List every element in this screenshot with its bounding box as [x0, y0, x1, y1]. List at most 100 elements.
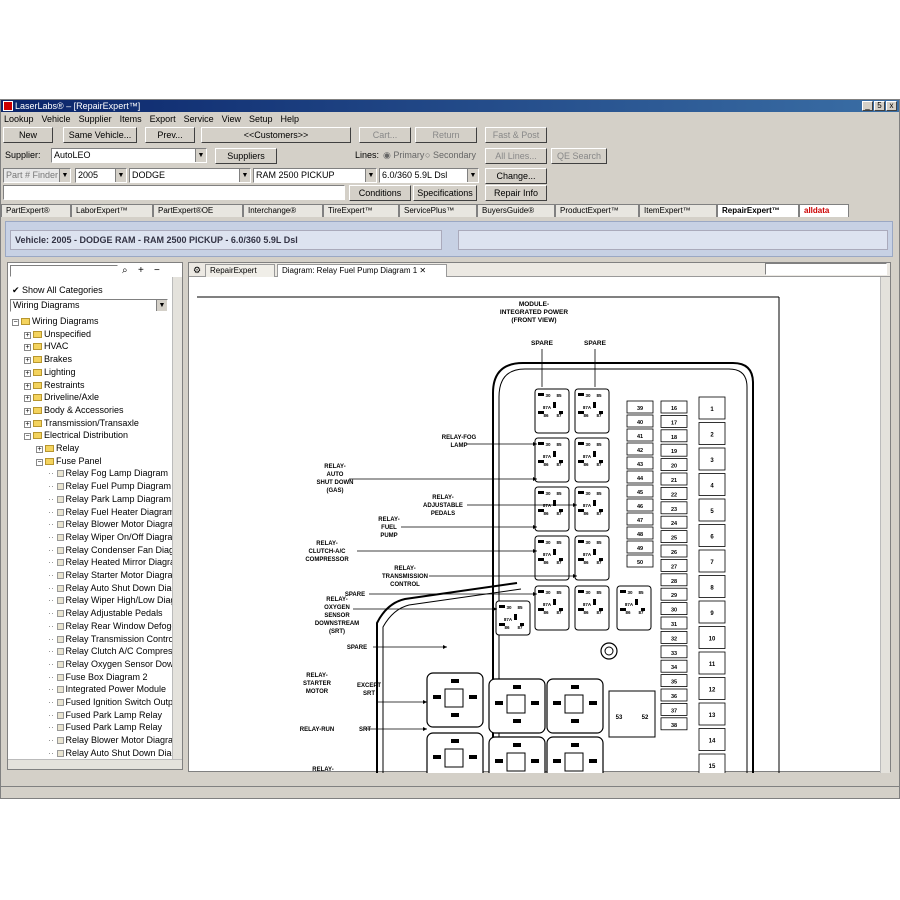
- tree-node[interactable]: −Fuse Panel: [36, 455, 102, 467]
- tab-alldata[interactable]: alldata: [799, 204, 849, 217]
- part-finder-select[interactable]: Part # Finder▼: [3, 168, 71, 183]
- tree-node[interactable]: ·· Relay Blower Motor Diagram: [48, 518, 174, 530]
- part-search-input[interactable]: [3, 185, 345, 200]
- tree-node[interactable]: ·· Relay Wiper On/Off Diagram: [48, 531, 174, 543]
- tree-node[interactable]: ·· Relay Auto Shut Down Diagram: [48, 582, 174, 594]
- model-select[interactable]: RAM 2500 PICKUP▼: [253, 168, 377, 183]
- prev-button[interactable]: Prev...: [145, 127, 195, 143]
- tree-node[interactable]: ·· Fused Park Lamp Relay: [48, 721, 162, 733]
- category-scrollbar[interactable]: [172, 277, 182, 761]
- change-button[interactable]: Change...: [485, 168, 547, 184]
- tree-node[interactable]: ·· Relay Starter Motor Diagram: [48, 569, 174, 581]
- expand-icon[interactable]: +: [24, 407, 31, 415]
- tab-interchange[interactable]: Interchange®: [243, 204, 323, 217]
- gear-icon[interactable]: ⚙: [193, 265, 202, 275]
- qe-search-button[interactable]: QE Search: [551, 148, 607, 164]
- menu-view[interactable]: View: [221, 114, 241, 124]
- radio-secondary[interactable]: ○ Secondary: [425, 150, 476, 160]
- menu-lookup[interactable]: Lookup: [4, 114, 34, 124]
- expand-icon[interactable]: +: [24, 331, 31, 339]
- expand-icon[interactable]: +: [24, 344, 31, 352]
- customers-button[interactable]: <<Customers>>: [201, 127, 351, 143]
- tree-node[interactable]: +Brakes: [24, 353, 72, 365]
- tree-node[interactable]: ·· Relay Fuel Pump Diagram: [48, 480, 171, 492]
- tree-node[interactable]: ·· Relay Park Lamp Diagram: [48, 493, 171, 505]
- tree-node[interactable]: −Wiring Diagrams: [12, 315, 99, 327]
- tab-serviceplus[interactable]: ServicePlus™: [399, 204, 477, 217]
- close-button[interactable]: x: [886, 101, 897, 111]
- tree-node[interactable]: ·· Relay Transmission Control: [48, 633, 174, 645]
- tree-node[interactable]: +Restraints: [24, 379, 85, 391]
- tree-node[interactable]: +Lighting: [24, 366, 76, 378]
- expand-icon[interactable]: +: [36, 446, 43, 453]
- expand-icon[interactable]: +: [24, 395, 31, 403]
- search-icon[interactable]: ⌕: [122, 265, 128, 276]
- tab-repairexpert[interactable]: RepairExpert™: [717, 204, 799, 217]
- tree-node[interactable]: ·· Relay Rear Window Defogger: [48, 620, 174, 632]
- tree-node[interactable]: ·· Fused Ignition Switch Output: [48, 696, 174, 708]
- menu-vehicle[interactable]: Vehicle: [41, 114, 71, 124]
- show-all-categories[interactable]: ✔ Show All Categories: [12, 285, 103, 295]
- tab-productexpert[interactable]: ProductExpert™: [555, 204, 639, 217]
- tab-partexpert[interactable]: PartExpert®: [1, 204, 71, 217]
- tree-node[interactable]: ·· Relay Blower Motor Diagram: [48, 734, 174, 746]
- make-select[interactable]: DODGE▼: [129, 168, 251, 183]
- expand-icon[interactable]: +: [24, 382, 31, 390]
- doc-tab-repairexpert[interactable]: RepairExpert: [205, 264, 275, 277]
- tree-node[interactable]: ·· Relay Clutch A/C Compressor: [48, 645, 174, 657]
- cart-button[interactable]: Cart...: [359, 127, 411, 143]
- supplier-select[interactable]: AutoLEO▼: [51, 148, 207, 163]
- tree-node[interactable]: +HVAC: [24, 340, 68, 352]
- tree-node[interactable]: ·· Relay Fuel Heater Diagram: [48, 506, 174, 518]
- tab-buyersguide[interactable]: BuyersGuide®: [477, 204, 555, 217]
- suppliers-button[interactable]: Suppliers: [215, 148, 277, 164]
- tab-tireexpert[interactable]: TireExpert™: [323, 204, 399, 217]
- menu-items[interactable]: Items: [119, 114, 142, 124]
- remove-icon[interactable]: −: [154, 265, 160, 276]
- tree-node[interactable]: ·· Relay Condenser Fan Diagram: [48, 544, 174, 556]
- tab-itemexpert[interactable]: ItemExpert™: [639, 204, 717, 217]
- expand-icon[interactable]: +: [24, 420, 31, 428]
- same-vehicle-button[interactable]: Same Vehicle...: [63, 127, 137, 143]
- tree-node[interactable]: ·· Fuse Box Diagram 2: [48, 671, 148, 683]
- tree-node[interactable]: ·· Fused Park Lamp Relay: [48, 709, 162, 721]
- year-select[interactable]: 2005▼: [75, 168, 127, 183]
- tree-node[interactable]: ·· Relay Auto Shut Down Diagram: [48, 747, 174, 759]
- minimize-button[interactable]: _: [862, 101, 873, 111]
- tree-node[interactable]: +Transmission/Transaxle: [24, 417, 139, 429]
- category-search-input[interactable]: [10, 265, 118, 277]
- return-button[interactable]: Return: [415, 127, 477, 143]
- tab-laborexpert[interactable]: LaborExpert™: [71, 204, 153, 217]
- new-button[interactable]: New: [3, 127, 53, 143]
- tree-node[interactable]: +Driveline/Axle: [24, 391, 99, 403]
- engine-select[interactable]: 6.0/360 5.9L Dsl▼: [379, 168, 479, 183]
- add-icon[interactable]: +: [138, 265, 144, 276]
- tab-partexpert-oe[interactable]: PartExpert®OE: [153, 204, 243, 217]
- all-lines-button[interactable]: All Lines...: [485, 148, 547, 164]
- tree-node[interactable]: +Relay: [36, 442, 79, 454]
- tree-node[interactable]: ·· Relay Adjustable Pedals: [48, 607, 163, 619]
- tree-node[interactable]: ·· Relay Wiper High/Low Diagram: [48, 594, 174, 606]
- document-scrollbar[interactable]: [880, 277, 890, 773]
- menu-help[interactable]: Help: [280, 114, 300, 124]
- collapse-icon[interactable]: −: [12, 319, 19, 326]
- menu-setup[interactable]: Setup: [249, 114, 273, 124]
- menu-service[interactable]: Service: [183, 114, 214, 124]
- fast-post-button[interactable]: Fast & Post: [485, 127, 547, 143]
- category-hscrollbar[interactable]: [8, 759, 182, 769]
- doc-tab-diagram[interactable]: Diagram: Relay Fuel Pump Diagram 1 ✕: [277, 264, 447, 277]
- collapse-icon[interactable]: −: [24, 433, 31, 441]
- tree-node[interactable]: +Unspecified: [24, 328, 91, 340]
- menu-supplier[interactable]: Supplier: [78, 114, 112, 124]
- tree-node[interactable]: ·· Relay Fog Lamp Diagram: [48, 467, 168, 479]
- tree-node[interactable]: +Body & Accessories: [24, 404, 124, 416]
- repair-info-button[interactable]: Repair Info: [485, 185, 547, 201]
- expand-icon[interactable]: +: [24, 369, 31, 377]
- document-search-input[interactable]: [765, 263, 887, 275]
- expand-icon[interactable]: +: [24, 357, 31, 365]
- category-filter-select[interactable]: Wiring Diagrams▼: [10, 299, 168, 312]
- conditions-button[interactable]: Conditions: [349, 185, 411, 201]
- tree-node[interactable]: −Electrical Distribution: [24, 429, 128, 441]
- tree-node[interactable]: ·· Integrated Power Module: [48, 683, 166, 695]
- tree-node[interactable]: ·· Relay Heated Mirror Diagram: [48, 556, 174, 568]
